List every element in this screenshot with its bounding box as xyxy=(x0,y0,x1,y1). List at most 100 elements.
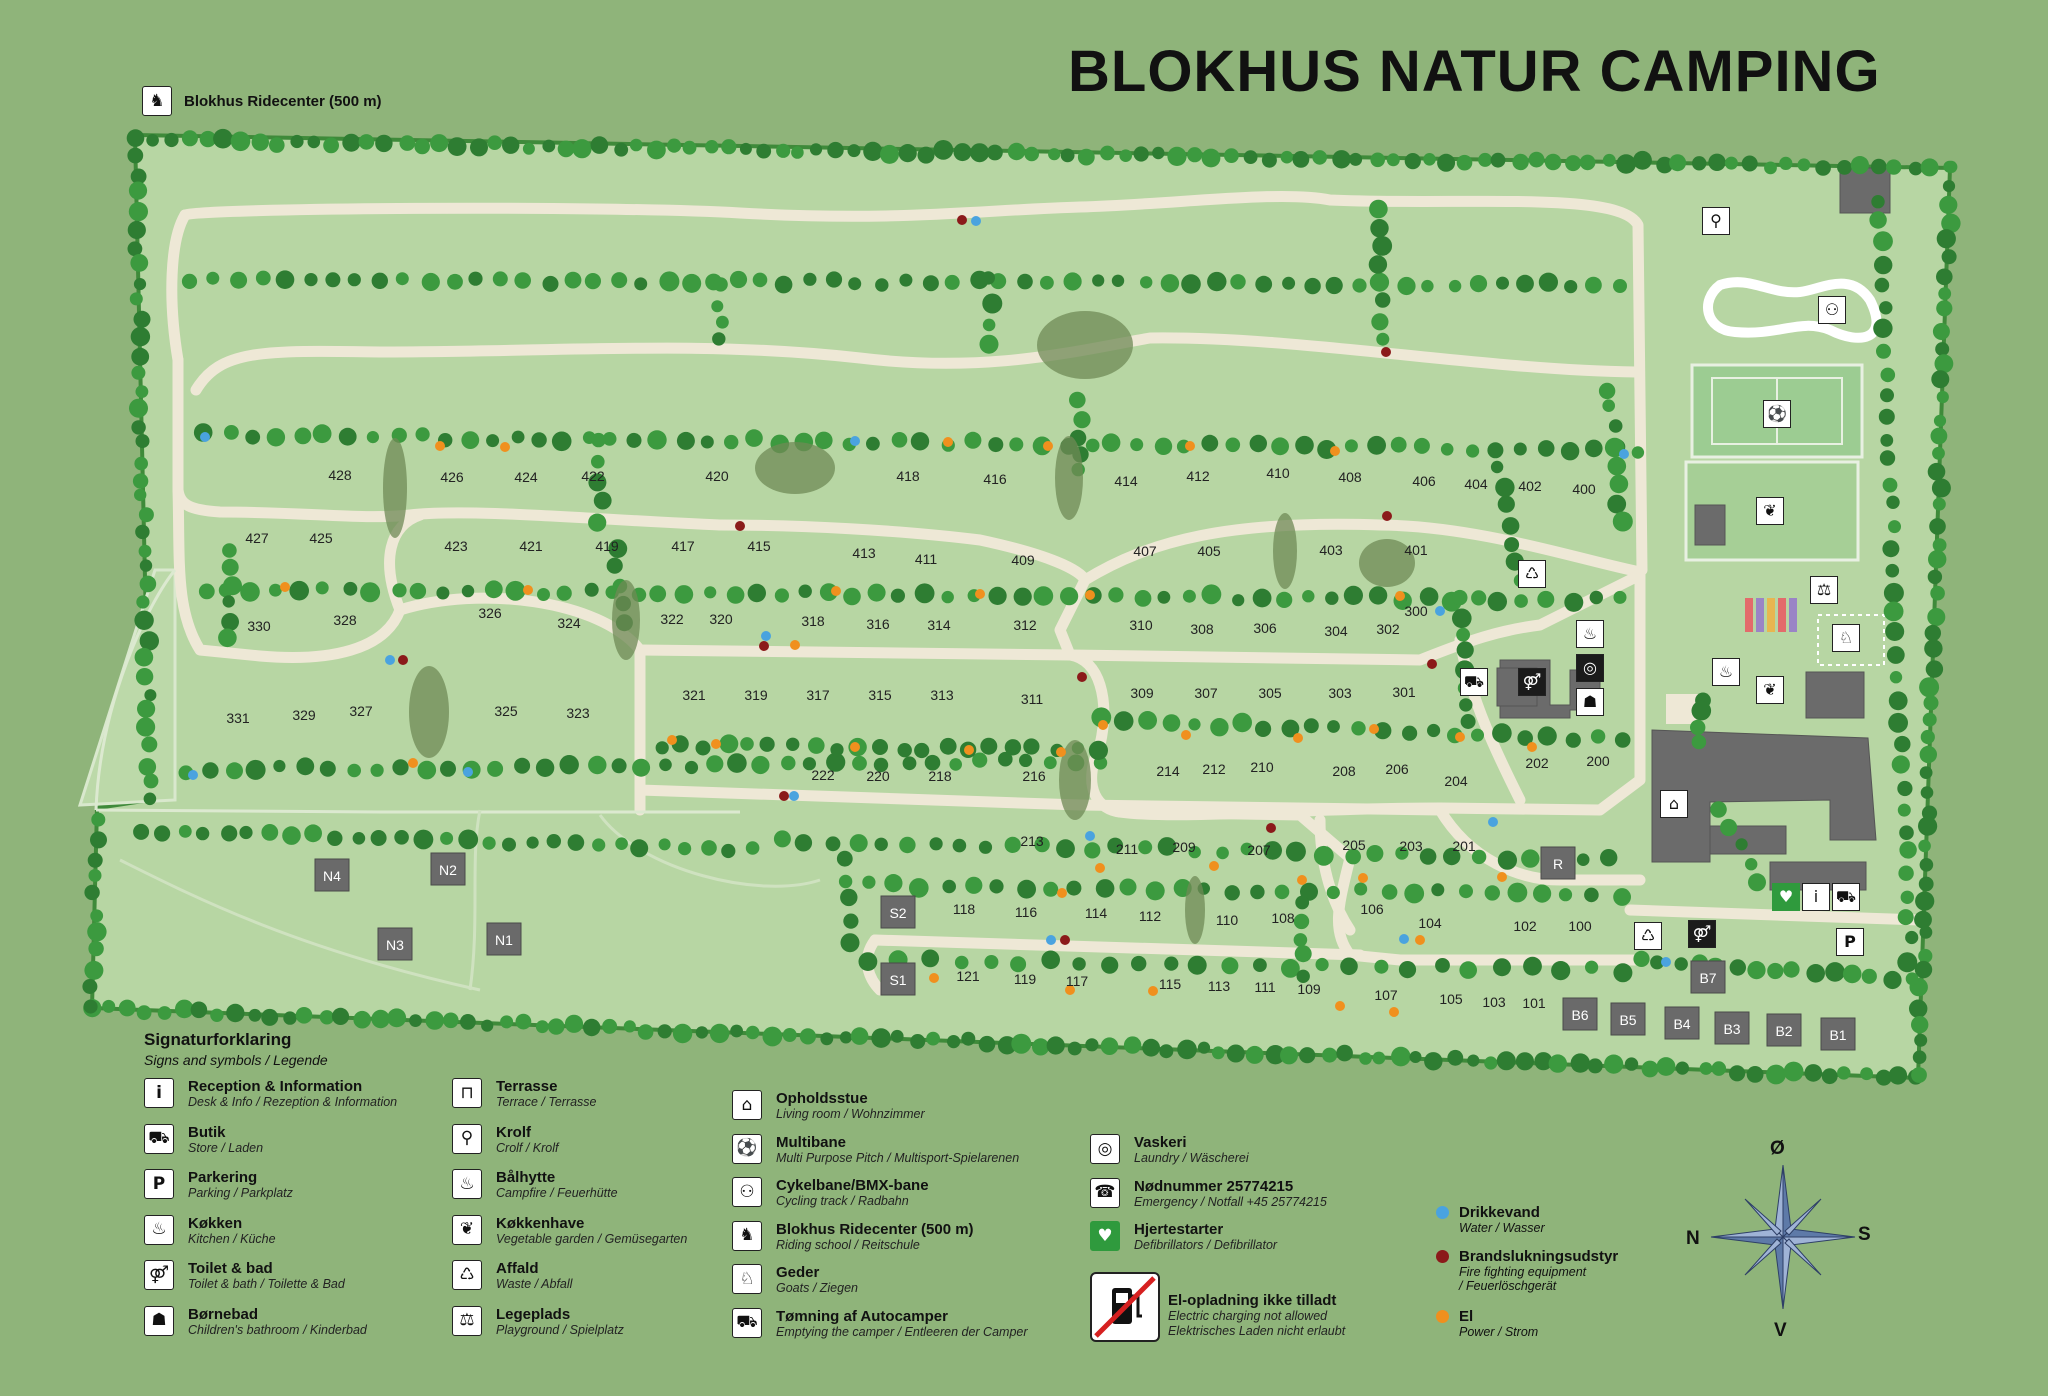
tree xyxy=(1448,279,1462,293)
tree xyxy=(1602,399,1615,413)
tree xyxy=(1471,849,1487,865)
tree xyxy=(1537,590,1555,608)
power-dot xyxy=(1085,590,1095,600)
tree xyxy=(922,275,939,292)
tree xyxy=(1073,411,1091,429)
fire-dot xyxy=(1382,511,1392,521)
tree xyxy=(1927,569,1943,585)
tree xyxy=(251,133,269,151)
tree xyxy=(657,1024,672,1039)
tree xyxy=(535,1020,549,1034)
pitch-number: 100 xyxy=(1568,918,1592,934)
pitch-number: 317 xyxy=(806,687,830,703)
tree xyxy=(1010,956,1027,973)
power-dot xyxy=(280,582,290,592)
defibrillator-icon: ♥ xyxy=(1772,883,1800,911)
power-dot xyxy=(1335,1001,1345,1011)
tree xyxy=(584,273,602,290)
tree xyxy=(1879,450,1896,466)
tree xyxy=(729,270,748,289)
legend-title: Terrasse xyxy=(496,1078,558,1095)
tree xyxy=(1390,436,1407,453)
water-dot xyxy=(463,767,473,777)
tree xyxy=(323,137,339,154)
fire-dot xyxy=(1381,347,1391,357)
pitch-number: 211 xyxy=(1116,841,1139,857)
tree xyxy=(1512,153,1529,171)
legend-title: Cykelbane/BMX-bane xyxy=(776,1177,929,1194)
tree xyxy=(1564,592,1584,612)
camper-icon: ⛟ xyxy=(1460,668,1488,696)
tree xyxy=(387,1008,407,1028)
power-dot xyxy=(1057,888,1067,898)
tree xyxy=(982,293,1003,314)
legend-title: Toilet & bad xyxy=(188,1260,273,1277)
tree xyxy=(564,1014,584,1033)
tree xyxy=(1138,840,1153,855)
tree xyxy=(984,955,999,969)
power-dot xyxy=(1056,747,1066,757)
tree xyxy=(1691,734,1707,750)
tree xyxy=(921,949,940,968)
tree xyxy=(1941,213,1961,233)
tree xyxy=(1675,1061,1689,1075)
tree xyxy=(862,875,876,889)
tree xyxy=(602,432,617,446)
tree xyxy=(1764,161,1777,175)
thicket xyxy=(1055,436,1083,520)
pitch-number: 105 xyxy=(1439,991,1463,1007)
tree xyxy=(724,434,739,450)
tree xyxy=(1409,1051,1422,1063)
tree xyxy=(899,836,916,854)
tree xyxy=(572,139,592,159)
compass-top-label: Ø xyxy=(1770,1138,1785,1159)
tree xyxy=(695,740,711,756)
tree xyxy=(492,271,508,287)
tree xyxy=(961,1031,976,1046)
tree xyxy=(1224,885,1240,901)
tree xyxy=(1842,964,1862,984)
legend-title: Multibane xyxy=(776,1133,846,1151)
tree xyxy=(1397,276,1416,296)
tree xyxy=(222,595,235,608)
tree xyxy=(1497,495,1515,513)
pitch-number: 313 xyxy=(930,687,954,703)
tree xyxy=(1837,160,1852,175)
tree xyxy=(1720,818,1738,837)
tree xyxy=(843,913,859,929)
tree xyxy=(1590,729,1606,744)
tree xyxy=(1650,955,1665,970)
tree xyxy=(338,427,357,446)
tree xyxy=(1225,437,1241,453)
tree xyxy=(867,583,886,602)
tree xyxy=(559,755,579,775)
pitch-number: 207 xyxy=(1247,842,1271,858)
legend-title: Børnebad xyxy=(188,1305,259,1323)
tree xyxy=(745,841,760,855)
tree xyxy=(1293,913,1310,930)
tree xyxy=(1404,153,1421,170)
tree xyxy=(353,1010,372,1029)
tree xyxy=(542,275,559,292)
tree xyxy=(1932,497,1946,511)
pitch-number: 201 xyxy=(1452,838,1476,854)
thicket xyxy=(755,442,835,494)
pitch-number: 202 xyxy=(1525,755,1549,771)
tree xyxy=(1466,444,1480,458)
pitch-number: 402 xyxy=(1518,478,1542,494)
power-dot xyxy=(831,586,841,596)
legend-title: Hjertestarter xyxy=(1134,1221,1224,1238)
cabin: N3 xyxy=(377,927,413,961)
tree xyxy=(1927,608,1946,626)
tree xyxy=(1850,156,1869,175)
tree xyxy=(1067,1041,1082,1056)
tree xyxy=(551,431,572,452)
tree xyxy=(1294,945,1312,963)
tree xyxy=(137,699,156,718)
pitch-number: 411 xyxy=(915,551,938,567)
tree xyxy=(1249,434,1268,453)
tree xyxy=(1413,437,1430,454)
tree xyxy=(1633,950,1650,968)
pitch-number: 214 xyxy=(1156,763,1180,779)
